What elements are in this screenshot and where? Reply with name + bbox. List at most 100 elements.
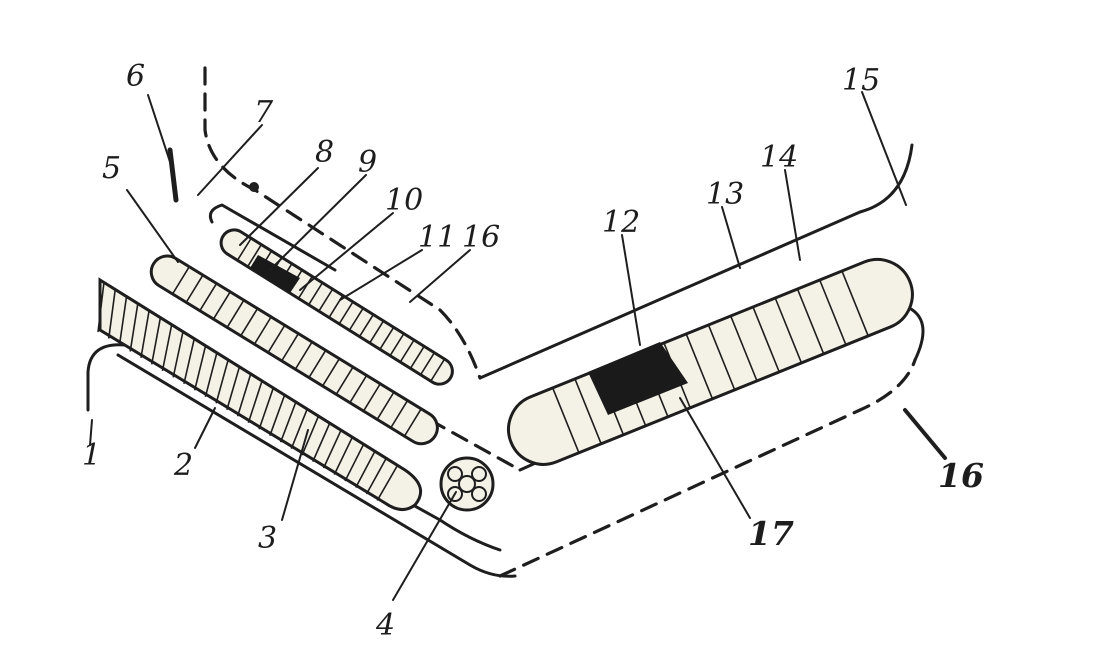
hatch-line — [279, 401, 297, 443]
hatch-line — [430, 358, 446, 382]
hatch-line — [312, 422, 331, 462]
hatch-line — [301, 415, 320, 456]
hatch-line — [390, 400, 409, 429]
leader-lines — [89, 91, 947, 601]
hatch-line — [409, 345, 425, 369]
hatch-line — [294, 341, 313, 370]
label-12: 12 — [602, 205, 640, 240]
hatch-line — [161, 324, 173, 372]
hatch-line — [707, 324, 736, 391]
label-16-lower: 16 — [938, 456, 984, 495]
hatch-line — [574, 378, 602, 445]
hatch-line — [236, 373, 252, 417]
label-9: 9 — [358, 145, 377, 180]
label-11: 11 — [418, 220, 456, 255]
label-17: 17 — [748, 514, 794, 553]
hatch-line — [226, 299, 245, 328]
hatch-line — [226, 366, 241, 411]
hatch-line — [349, 374, 368, 404]
hatch-line — [253, 316, 272, 345]
hatch-line — [685, 333, 714, 400]
hatch-line — [376, 464, 399, 501]
hatch-line — [362, 383, 381, 412]
hatch-line — [150, 317, 162, 365]
hatch-line — [107, 288, 117, 339]
hatch-line — [369, 320, 385, 344]
hatch-line — [183, 338, 196, 385]
hatch-line — [129, 302, 139, 352]
hatch-line — [240, 308, 259, 337]
hatch-line — [193, 345, 207, 391]
hatch-line — [752, 306, 780, 373]
hatch-line — [348, 307, 364, 331]
hatch-line — [389, 333, 405, 357]
hatch-line — [212, 291, 231, 320]
dot-7 — [249, 182, 259, 192]
label-16-upper: 16 — [462, 220, 500, 255]
label-10: 10 — [385, 183, 423, 218]
hatch-line — [267, 324, 286, 353]
label-8: 8 — [315, 135, 334, 170]
hatch-line — [322, 429, 342, 469]
rod-3-stripes — [97, 281, 399, 501]
hatch-line — [365, 457, 388, 495]
hatch-line — [335, 366, 354, 395]
hatch-line — [297, 275, 313, 299]
hatch-line — [774, 297, 803, 364]
hatch-line — [355, 450, 376, 488]
label-1: 1 — [82, 438, 101, 473]
hatch-line — [419, 352, 436, 376]
rod-right — [507, 257, 914, 466]
hatch-line — [215, 359, 230, 404]
hatch-line — [729, 315, 758, 382]
label-5: 5 — [102, 151, 121, 186]
hatch-line — [204, 352, 218, 398]
rod-5 — [149, 254, 439, 446]
dark-band-9 — [250, 255, 300, 293]
label-3: 3 — [258, 521, 277, 556]
hatch-line — [321, 358, 341, 387]
upper-boundary-right — [478, 143, 914, 380]
label-13: 13 — [706, 177, 744, 212]
rod-3 — [97, 277, 423, 511]
hatch-line — [307, 282, 324, 306]
outer-boundary-bottom — [116, 353, 517, 578]
label-14: 14 — [760, 140, 798, 175]
label-6: 6 — [126, 59, 145, 94]
hatch-line — [551, 387, 580, 454]
sheath-8 — [208, 203, 337, 272]
bar-6 — [167, 147, 179, 203]
hatch-line — [308, 349, 327, 379]
label-15: 15 — [842, 63, 880, 98]
hatch-line — [338, 301, 354, 325]
rod-5-stripes — [171, 266, 422, 437]
hatch-line — [358, 314, 374, 338]
labels: 1 2 3 4 5 6 7 8 9 10 11 12 13 14 15 16 1… — [82, 59, 984, 643]
hatch-line — [344, 443, 365, 482]
hatch-line — [281, 333, 300, 362]
label-2: 2 — [173, 448, 193, 483]
hatch-line — [97, 281, 105, 333]
outer-boundary-right-dashed — [498, 358, 917, 578]
label-7: 7 — [254, 95, 274, 130]
hatch-line — [796, 288, 825, 355]
hatch-line — [403, 408, 422, 437]
hatch-line — [841, 270, 869, 337]
hatch-line — [185, 274, 204, 303]
label-4: 4 — [375, 608, 395, 643]
hatch-line — [818, 279, 847, 346]
hatch-line — [118, 295, 128, 346]
hatch-line — [290, 408, 309, 449]
hatch-line — [236, 237, 252, 261]
hatch-line — [258, 387, 275, 430]
node-4 — [439, 456, 495, 512]
central-dashed-channel — [428, 418, 522, 472]
hatch-line — [269, 394, 286, 436]
hatch-line — [399, 339, 415, 363]
hatch-line — [379, 326, 395, 350]
hatch-line — [318, 288, 334, 312]
hatch-line — [199, 283, 218, 312]
dark-block-12 — [588, 342, 688, 415]
hatch-line — [140, 310, 150, 359]
